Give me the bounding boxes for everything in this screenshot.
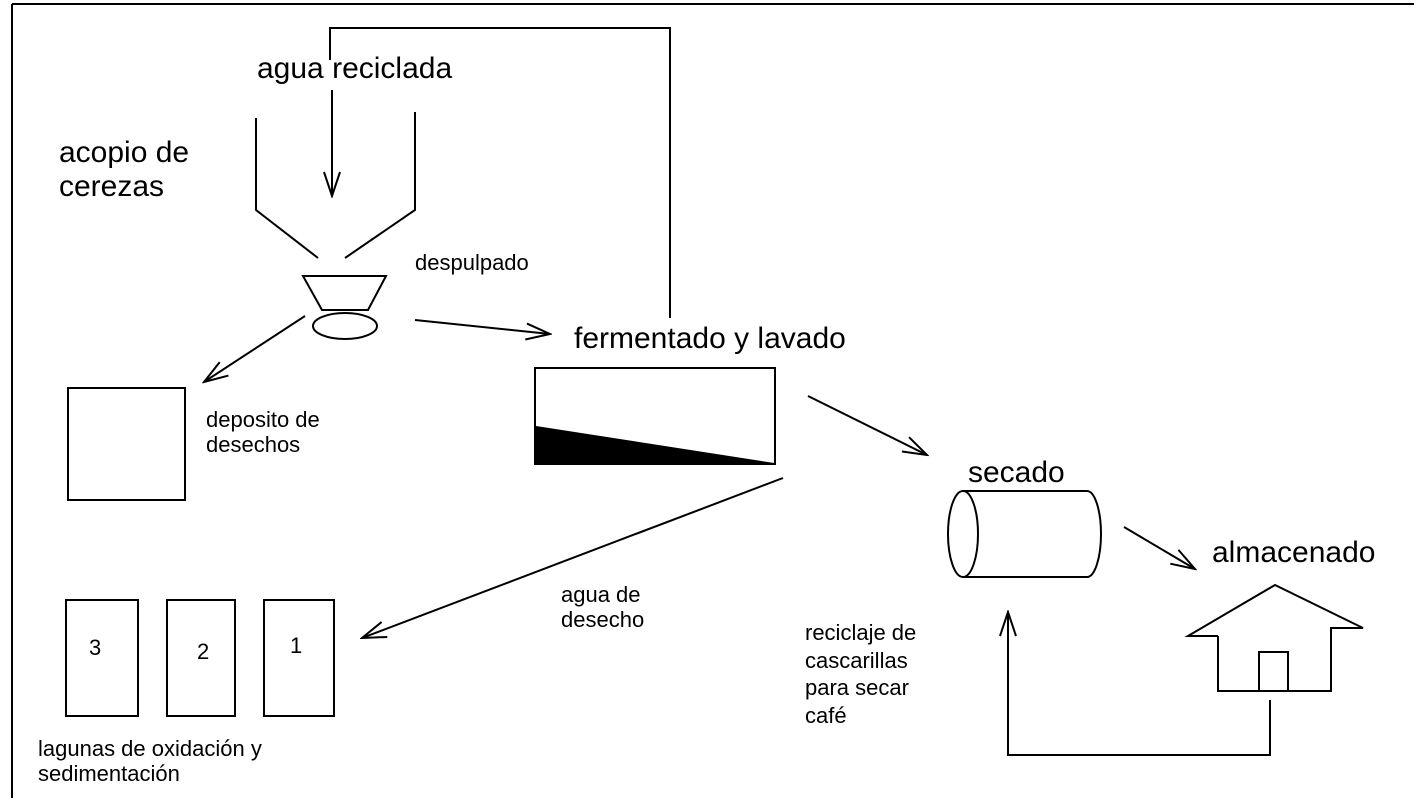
- reciclaje-line-1: reciclaje de: [805, 620, 917, 645]
- reciclaje-line-2: cascarillas: [805, 647, 908, 673]
- lagoon-box-3: [65, 599, 139, 717]
- deposito-desechos-label: deposito de desechos: [206, 407, 320, 457]
- waste-deposit-box: [67, 387, 186, 501]
- lagoon-number-2: 2: [197, 639, 210, 664]
- acopio-line-1: acopio de: [59, 136, 190, 169]
- arrow-to-fermentation: [414, 319, 550, 334]
- lagoon-box-2: [166, 599, 236, 717]
- lagunas-line-2: sedimentación: [38, 760, 180, 786]
- despulpado-label: despulpado: [415, 250, 529, 275]
- secado-label: secado: [968, 456, 1065, 489]
- depulper-machine-icon: [301, 275, 388, 340]
- lagoon-box-1: [263, 599, 335, 717]
- fermentation-tank-icon: [534, 367, 776, 465]
- outer-frame: [11, 3, 1414, 798]
- reciclaje-line-3: para secar: [805, 675, 909, 701]
- reciclaje-cascarillas-label: reciclaje de cascarillas para secar café: [805, 619, 916, 730]
- lagoon-number-1: 1: [290, 633, 303, 658]
- lagoon-number-3: 3: [89, 635, 102, 660]
- agua-desecho-line-2: desecho: [561, 606, 645, 632]
- reciclaje-line-4: café: [805, 703, 847, 729]
- agua-reciclada-label: agua reciclada: [257, 52, 453, 85]
- drying-cylinder-icon: [947, 490, 1102, 578]
- fermentado-lavado-label: fermentado y lavado: [574, 322, 846, 355]
- agua-desecho-line-1: agua de: [561, 582, 641, 607]
- lagunas-line-1: lagunas de oxidación y: [38, 736, 262, 761]
- arrow-to-waste-deposit: [204, 315, 306, 382]
- lagunas-label: lagunas de oxidación y sedimentación: [38, 736, 262, 786]
- recycled-water-loop-line: [329, 27, 671, 318]
- hopper-funnel-icon: [255, 112, 416, 259]
- acopio-line-2: cerezas: [59, 169, 165, 203]
- arrow-to-drying: [807, 395, 927, 455]
- agua-desecho-label: agua de desecho: [561, 582, 645, 632]
- almacenado-label: almacenado: [1212, 536, 1376, 569]
- storage-house-icon: [1184, 583, 1364, 692]
- deposito-line-1: deposito de: [206, 407, 320, 432]
- acopio-cerezas-label: acopio de cerezas: [59, 136, 189, 203]
- arrow-to-lagoons: [362, 477, 784, 638]
- husk-recycling-line: [1007, 640, 1271, 756]
- arrow-to-storage: [1123, 526, 1195, 569]
- deposito-line-2: desechos: [206, 431, 301, 457]
